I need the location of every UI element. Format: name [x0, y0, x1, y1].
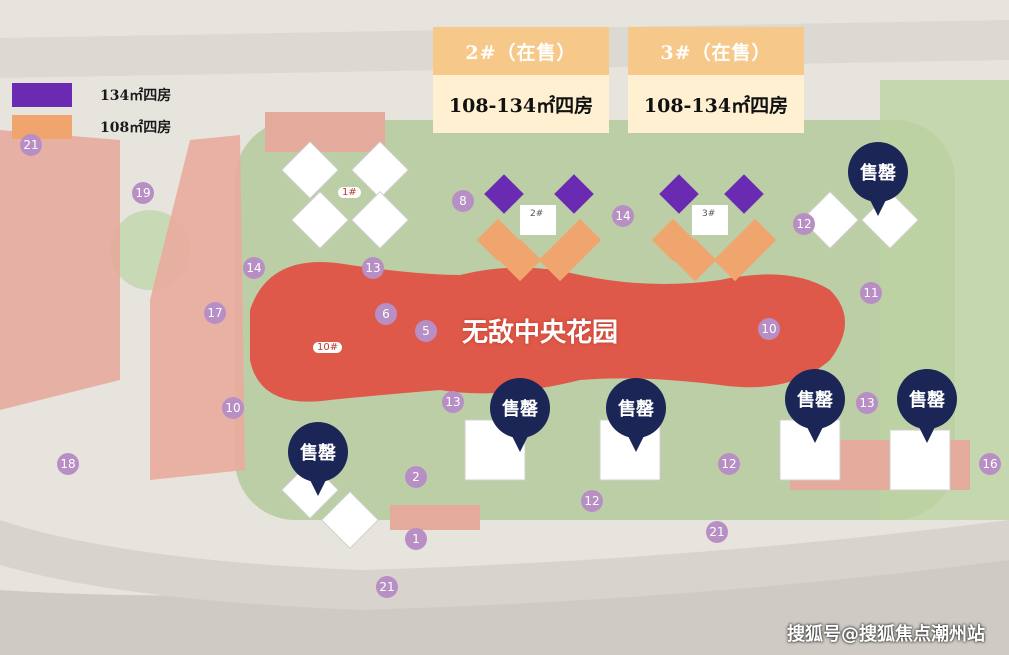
building-area: 108-134㎡四房: [433, 75, 609, 133]
pin-tip-icon: [865, 190, 891, 216]
facility-marker: 21: [20, 134, 42, 156]
building-number: 2#: [530, 209, 544, 219]
legend-label: 108㎡四房: [100, 120, 172, 136]
facility-marker: 6: [375, 303, 397, 325]
facility-marker: 14: [243, 257, 265, 279]
sold-out-pin: 售罄: [848, 142, 908, 220]
facility-marker: 12: [718, 453, 740, 475]
pin-tip-icon: [802, 417, 828, 443]
facility-marker: 11: [860, 282, 882, 304]
building-title: 2#（在售）: [433, 27, 609, 75]
facility-marker: 12: [581, 490, 603, 512]
facility-marker: 21: [706, 521, 728, 543]
facility-marker: 13: [442, 391, 464, 413]
building-area: 108-134㎡四房: [628, 75, 804, 133]
building-number: 1#: [338, 187, 361, 198]
facility-marker: 21: [376, 576, 398, 598]
facility-marker: 16: [979, 453, 1001, 475]
facility-marker: 12: [793, 213, 815, 235]
legend: 134㎡四房 108㎡四房: [12, 82, 171, 146]
facility-marker: 18: [57, 453, 79, 475]
facility-marker: 8: [452, 190, 474, 212]
building-3-card: 3#（在售） 108-134㎡四房: [628, 27, 804, 133]
facility-marker: 1: [405, 528, 427, 550]
building-title: 3#（在售）: [628, 27, 804, 75]
building-number: 10#: [313, 342, 343, 353]
building-2-card: 2#（在售） 108-134㎡四房: [433, 27, 609, 133]
pin-tip-icon: [507, 426, 533, 452]
facility-marker: 10: [222, 397, 244, 419]
facility-marker: 13: [362, 257, 384, 279]
orange-swatch: [12, 115, 72, 139]
purple-swatch: [12, 83, 72, 107]
sold-out-pin: 售罄: [785, 369, 845, 447]
facility-marker: 10: [758, 318, 780, 340]
sold-out-pin: 售罄: [897, 369, 957, 447]
sold-out-pin: 售罄: [490, 378, 550, 456]
legend-item-108: 108㎡四房: [12, 114, 171, 140]
facility-marker: 2: [405, 466, 427, 488]
legend-item-134: 134㎡四房: [12, 82, 171, 108]
pin-tip-icon: [914, 417, 940, 443]
facility-marker: 17: [204, 302, 226, 324]
building-number: 3#: [702, 209, 716, 219]
pin-tip-icon: [623, 426, 649, 452]
watermark: 搜狐号@搜狐焦点潮州站: [787, 624, 985, 645]
facility-marker: 13: [856, 392, 878, 414]
pin-tip-icon: [305, 470, 331, 496]
legend-label: 134㎡四房: [100, 88, 172, 104]
sold-out-pin: 售罄: [606, 378, 666, 456]
sold-out-pin: 售罄: [288, 422, 348, 500]
central-garden-label: 无敌中央花园: [461, 318, 618, 348]
facility-marker: 5: [415, 320, 437, 342]
facility-marker: 14: [612, 205, 634, 227]
facility-marker: 19: [132, 182, 154, 204]
sold-out-label: 售罄: [848, 142, 908, 202]
